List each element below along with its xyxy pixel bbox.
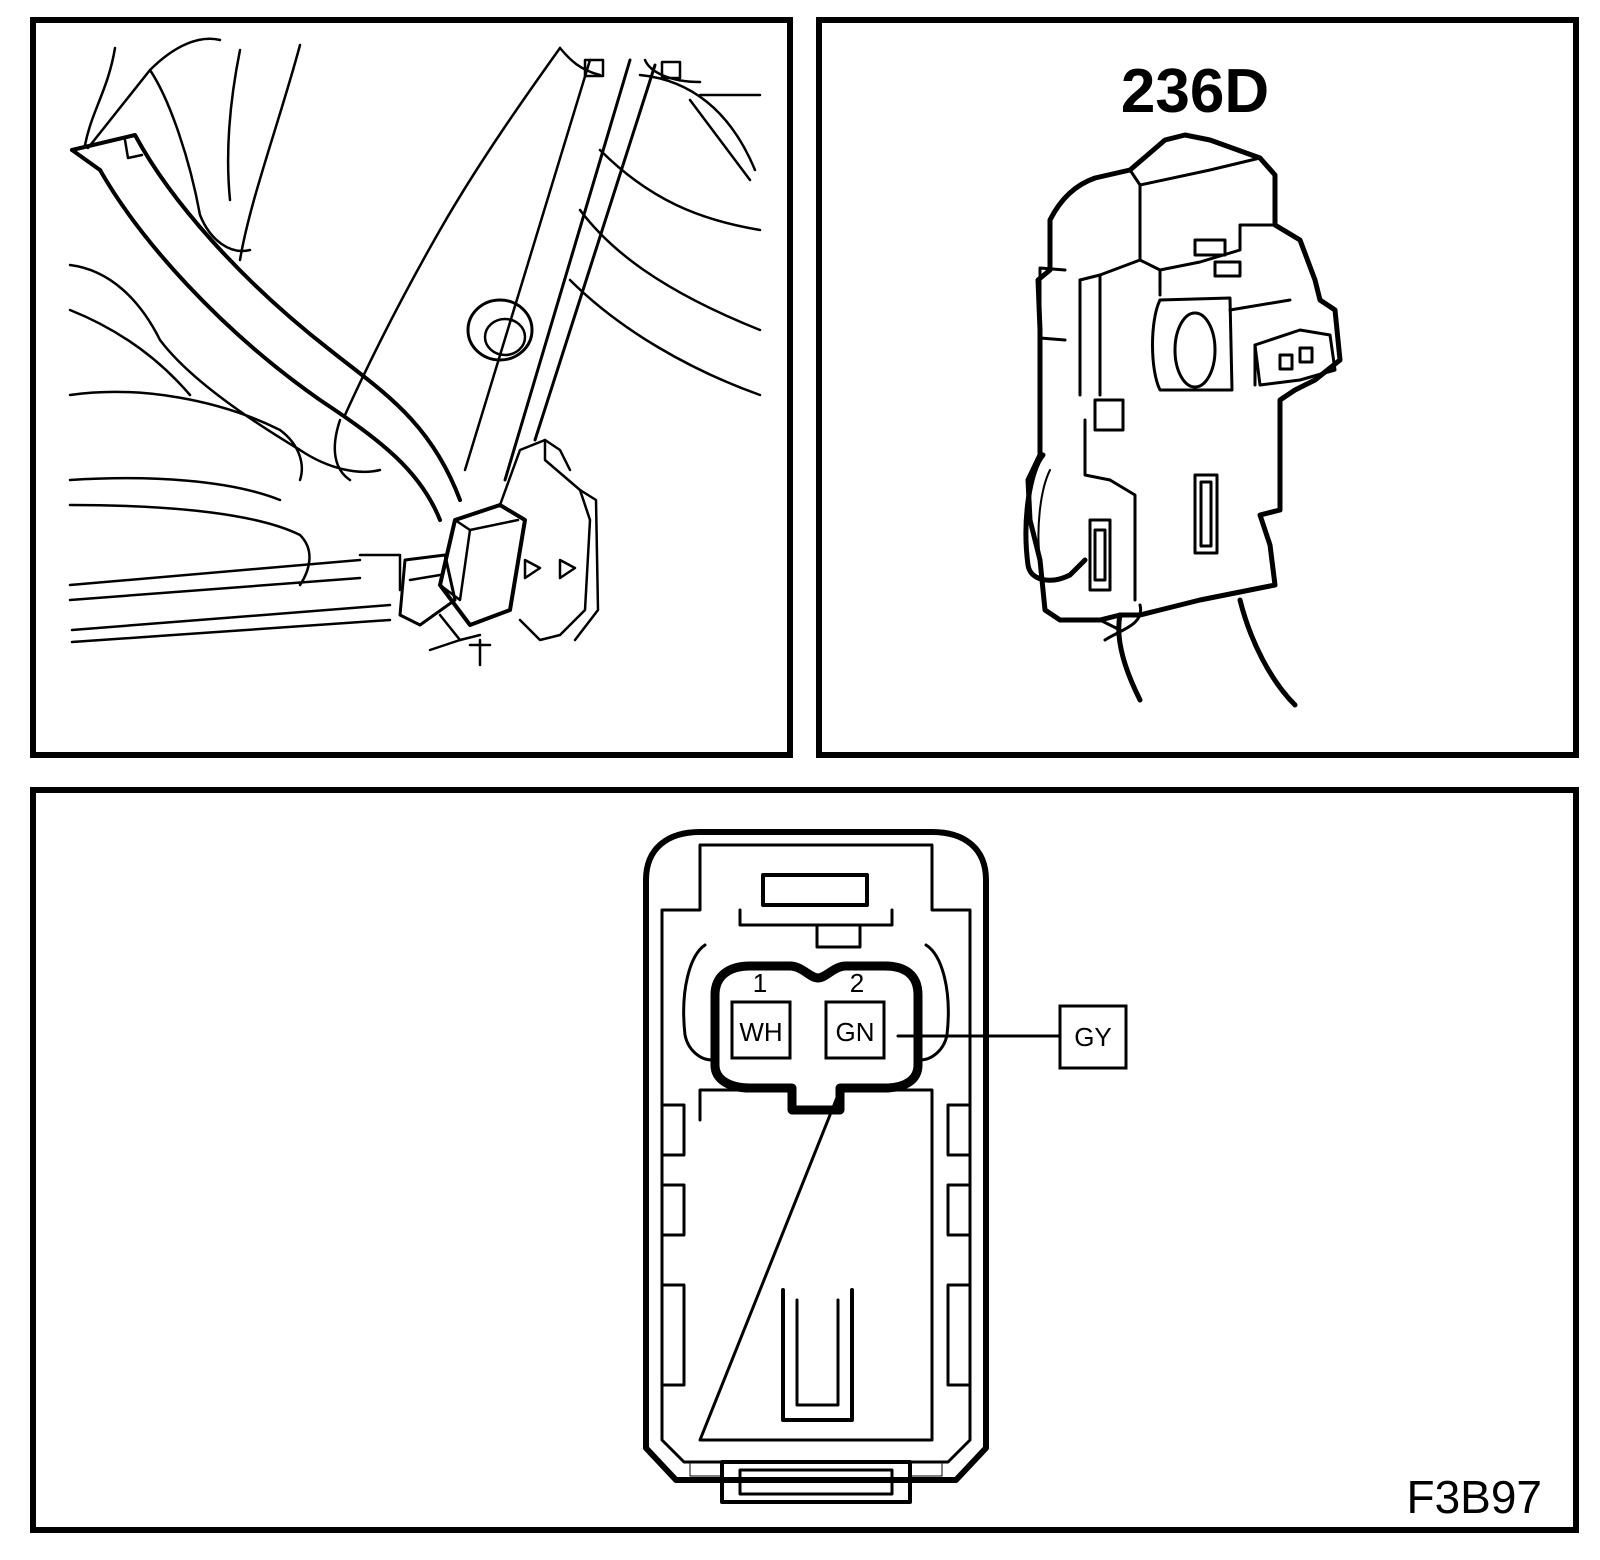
panel-bottom-frame [30, 787, 1579, 1533]
harness-color-box [1058, 1004, 1128, 1070]
panel-top-left-frame [30, 17, 793, 758]
harness-color-label: GY [1074, 1022, 1112, 1052]
pin-1-wire-box [730, 1000, 792, 1060]
pin-2-number: 2 [850, 968, 864, 998]
vehicle-location-illustration [68, 37, 762, 667]
figure-id: F3B97 [1406, 1471, 1542, 1523]
pin-2-wire-box [824, 1000, 886, 1060]
pin-1-number: 1 [753, 968, 767, 998]
panel-top-right-frame [816, 17, 1579, 758]
harness-color-callout: GY [1058, 1004, 1128, 1070]
pin-1-wire-color: WH [739, 1017, 782, 1047]
pin-2-wire-color: GN [836, 1017, 875, 1047]
pin-2: 2 GN [824, 968, 886, 1060]
connector-face-view [643, 829, 989, 1504]
pin-1: 1 WH [730, 968, 792, 1060]
connector-3d-illustration [1023, 132, 1343, 708]
connector-id-label: 236D [1121, 57, 1269, 126]
